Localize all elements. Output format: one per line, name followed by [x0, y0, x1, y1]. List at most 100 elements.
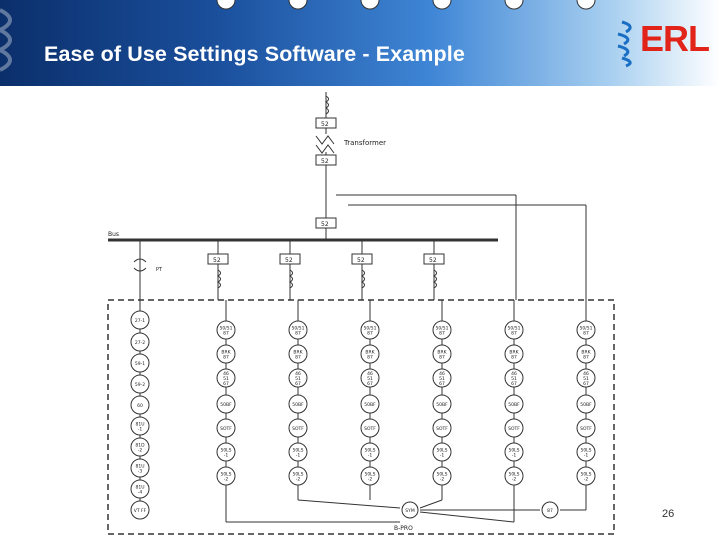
function-circle	[130, 332, 150, 352]
function-circle-label: 46	[295, 371, 301, 377]
function-circle-label: SOTF	[436, 426, 448, 432]
function-circle-label: 51	[439, 376, 445, 382]
function-circle-label: 27-1	[135, 318, 145, 324]
function-circle	[360, 320, 380, 340]
function-circle	[504, 418, 524, 438]
function-circle	[576, 466, 596, 486]
function-circle	[432, 394, 452, 414]
function-circle	[130, 437, 150, 457]
function-circle	[216, 418, 236, 438]
function-circle-label: 67	[583, 381, 589, 387]
pt-label: PT	[156, 267, 163, 273]
function-circle	[130, 416, 150, 436]
function-circle	[360, 394, 380, 414]
function-circle-label: 67	[367, 381, 373, 387]
function-circle-label: BRK	[581, 350, 591, 356]
function-circle-label: -2	[296, 477, 301, 483]
function-circle-label: 50LS	[436, 448, 447, 454]
function-circle-label: 51	[367, 376, 373, 382]
function-circle-label: 46	[511, 371, 517, 377]
function-circle	[432, 466, 452, 486]
function-circle-label: VT FF	[134, 508, 147, 514]
function-circle	[432, 442, 452, 462]
function-circle	[288, 418, 308, 438]
function-circle	[576, 320, 596, 340]
function-circle-label: -1	[512, 453, 517, 459]
function-circle-label: 50LS	[436, 472, 447, 478]
function-circle-label: 50/51	[436, 326, 449, 332]
function-circle-label: 87	[511, 331, 517, 337]
function-circle-label: 50BF	[508, 402, 520, 408]
protection-function-cells: 27-127-259-159-26081U-181D-281U-381U-4VT…	[130, 0, 596, 520]
function-circle-label: 60	[137, 403, 143, 409]
function-circle-label: 50LS	[580, 472, 591, 478]
function-circle-label: 81U	[135, 464, 144, 470]
function-circle-label: -1	[368, 453, 373, 459]
feeder-3	[351, 240, 373, 300]
sync-symbol	[401, 501, 419, 519]
function-circle-label: -2	[440, 477, 445, 483]
function-circle-label: Rec	[366, 0, 375, 2]
feeder-4	[423, 240, 445, 300]
function-circle-label: 50LS	[508, 448, 519, 454]
function-circle-label: Rec	[294, 0, 303, 2]
function-circle-label: 50BF	[580, 402, 592, 408]
function-circle-label: 87	[511, 355, 517, 361]
function-circle-label: 50BF	[220, 402, 232, 408]
function-circle-label: 50/51	[220, 326, 233, 332]
function-circle-label: 51	[583, 376, 589, 382]
function-circle	[216, 344, 236, 364]
header-swoosh-decoration	[0, 8, 12, 72]
function-circle-label: 59-1	[135, 361, 145, 367]
function-circle-label: SOTF	[292, 426, 304, 432]
function-circle-label: 87	[367, 355, 373, 361]
function-circle-label: 67	[295, 381, 301, 387]
function-circle-label: 46	[223, 371, 229, 377]
slide-title: Ease of Use Settings Software - Example	[44, 42, 465, 66]
function-circle	[288, 0, 308, 10]
slide-header	[0, 0, 720, 86]
function-circle	[360, 418, 380, 438]
function-circle	[216, 320, 236, 340]
function-circle-label: BRK	[293, 350, 303, 356]
function-circle-label: -2	[224, 477, 229, 483]
function-circle-label: 50BF	[364, 402, 376, 408]
function-circle	[130, 374, 150, 394]
breaker-label: 52	[429, 257, 437, 264]
function-circle-label: 59-2	[135, 382, 145, 388]
function-circle	[576, 394, 596, 414]
function-circle	[216, 368, 236, 388]
function-circle-label: 50LS	[292, 472, 303, 478]
function-circle	[216, 394, 236, 414]
function-circle	[432, 320, 452, 340]
function-circle-label: 50LS	[220, 472, 231, 478]
function-circle	[504, 320, 524, 340]
function-circle-label: -1	[138, 427, 143, 433]
function-circle-label: Rec	[582, 0, 591, 2]
function-circle	[130, 353, 150, 373]
breaker-label: 52	[321, 221, 329, 228]
function-circle-label: 50/51	[508, 326, 521, 332]
function-circle-label: BRK	[221, 350, 231, 356]
erl-logo-swoosh-icon	[617, 20, 632, 68]
function-circle	[216, 442, 236, 462]
function-circle-label: 50BF	[436, 402, 448, 408]
function-circle	[504, 442, 524, 462]
function-circle	[504, 368, 524, 388]
function-circle-label: 87	[583, 355, 589, 361]
function-circle-label: 46	[439, 371, 445, 377]
function-circle-label: 67	[223, 381, 229, 387]
function-circle	[216, 466, 236, 486]
function-circle-label: -4	[138, 490, 143, 496]
function-circle	[360, 0, 380, 10]
function-circle-label: 67	[511, 381, 517, 387]
function-circle	[576, 368, 596, 388]
function-circle	[288, 368, 308, 388]
function-circle-label: 87	[583, 331, 589, 337]
relay-label: B-PRO	[394, 525, 413, 532]
function-circle	[360, 344, 380, 364]
function-circle	[432, 368, 452, 388]
breaker-label: 52	[321, 121, 329, 128]
